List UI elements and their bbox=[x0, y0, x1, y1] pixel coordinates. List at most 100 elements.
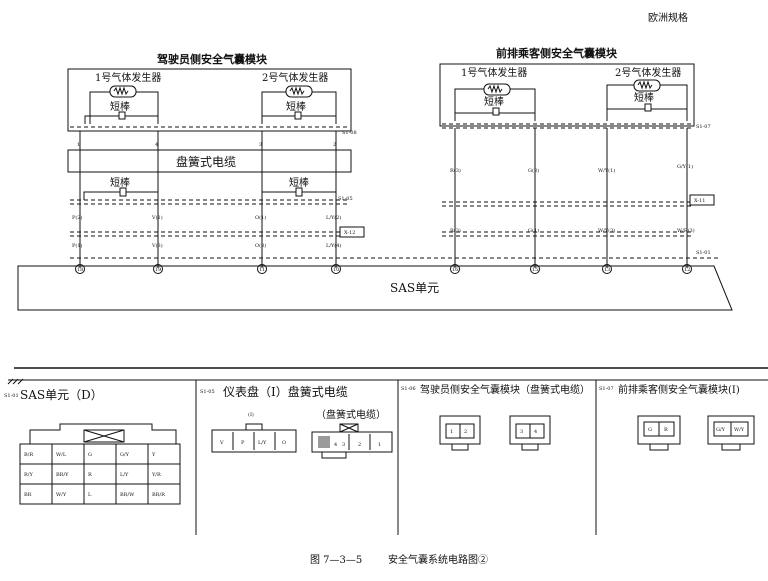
terminal-1: 19 bbox=[155, 267, 161, 273]
driver-conn-pin-0: 1 bbox=[450, 429, 453, 435]
wire-label-upper-2: 3 bbox=[259, 142, 262, 148]
panel-1-code: S1-01 bbox=[4, 393, 19, 399]
sas-connector-outline bbox=[29, 423, 177, 444]
panel-3-code: S1-06 bbox=[401, 386, 416, 392]
wire-label-lower-5: G(1) bbox=[528, 227, 539, 234]
instrument-pin-0: V bbox=[219, 440, 224, 446]
panel-driver-airbag-connector: S1-06 驾驶员侧安全气囊模块（盘簧式电缆） 1 2 3 4 bbox=[401, 383, 590, 451]
terminal-0: 18 bbox=[77, 267, 83, 273]
terminal-3: 10 bbox=[333, 267, 339, 273]
instrument-pin-2: L/Y bbox=[258, 440, 267, 446]
driver-module-frame bbox=[67, 68, 352, 132]
passenger-module-title: 前排乘客侧安全气囊模块 bbox=[496, 46, 618, 60]
panel-2-code: S1-05 bbox=[200, 389, 215, 395]
wire-label-middle-3: L/Y(2) bbox=[326, 214, 341, 221]
sas-pin-10: BR bbox=[24, 492, 32, 498]
clock-spring-title: 盘簧式电缆 bbox=[176, 154, 236, 169]
wire-label-lower-1: V(3) bbox=[151, 242, 163, 249]
driver-gen2-label: 2号气体发生器 bbox=[262, 71, 328, 84]
passenger-conn-pin-1: R bbox=[664, 427, 668, 433]
panel-4-code: S1-07 bbox=[599, 386, 614, 392]
driver-airbag-module: 驾驶员侧安全气囊模块 1号气体发生器 2号气体发生器 短棒 短棒 S1-08 bbox=[67, 52, 357, 136]
panel-4-title: 前排乘客侧安全气囊模块(I) bbox=[618, 383, 740, 396]
wire-label-lower-2: O(3) bbox=[255, 242, 266, 249]
wire-label-upper-1: 4 bbox=[155, 142, 158, 148]
panel-2-sub-b: （盘簧式电缆） bbox=[316, 408, 386, 421]
passenger-short2-label: 短棒 bbox=[634, 91, 654, 104]
connector-s1-05: S1-05 bbox=[338, 196, 353, 202]
passenger-conn-pin-2: G/Y bbox=[716, 427, 726, 433]
driver-gen1-label: 1号气体发生器 bbox=[95, 71, 161, 84]
sas-pin-3: G/Y bbox=[120, 452, 130, 458]
wire-label-upper-4: R(3) bbox=[450, 167, 461, 174]
driver-short2-label: 短棒 bbox=[286, 100, 306, 113]
clockspring-pin-0: 4 bbox=[334, 442, 337, 448]
clockspring-pin-3: 1 bbox=[378, 442, 381, 448]
wire-label-upper-5: G(3) bbox=[528, 167, 539, 174]
sas-pin-9: Y/R bbox=[151, 472, 161, 478]
wire-label-lower-7: W/R(3) bbox=[677, 227, 695, 234]
panel-3-title: 驾驶员侧安全气囊模块（盘簧式电缆） bbox=[420, 383, 590, 396]
terminal-5: 15 bbox=[532, 267, 538, 273]
terminal-4: 16 bbox=[452, 267, 458, 273]
connector-x-11: X-11 bbox=[694, 198, 705, 204]
vertical-wires bbox=[79, 128, 688, 268]
panel-passenger-airbag-connector: S1-07 前排乘客侧安全气囊模块(I) G R G/Y W/Y bbox=[599, 383, 755, 451]
clock-spring-short2-label: 短棒 bbox=[289, 176, 309, 189]
driver-conn-pin-2: 3 bbox=[520, 429, 523, 435]
sas-pin-8: L/Y bbox=[120, 472, 129, 478]
sas-pin-5: R/Y bbox=[24, 472, 33, 478]
wire-label-upper-7: G/Y(1) bbox=[677, 163, 693, 170]
figure-caption: 图 7—3—5 安全气囊系统电路图② bbox=[310, 553, 488, 566]
wire-label-lower-4: R(3) bbox=[450, 227, 461, 234]
driver-conn-pin-1: 2 bbox=[464, 429, 467, 435]
connector-views: S1-01 SAS单元（D） B/R W/L G G/Y Y R/Y BR/Y … bbox=[4, 367, 768, 535]
caption-number: 图 7—3—5 bbox=[310, 554, 362, 566]
instrument-pin-1: P bbox=[241, 440, 245, 446]
passenger-short1-label: 短棒 bbox=[484, 95, 504, 108]
driver-module-title: 驾驶员侧安全气囊模块 bbox=[156, 52, 268, 66]
sas-pin-14: BR/R bbox=[152, 492, 165, 498]
terminal-6: 13 bbox=[604, 267, 610, 273]
panel-2-title: 仪表盘（I）盘簧式电缆 bbox=[223, 384, 348, 399]
clock-spring-frame bbox=[67, 149, 352, 173]
wire-label-lower-0: P(1) bbox=[72, 242, 82, 249]
sas-pin-0: B/R bbox=[24, 452, 33, 458]
passenger-conn-pin-3: W/Y bbox=[734, 427, 745, 433]
wire-label-middle-1: V(1) bbox=[151, 214, 163, 221]
wire-label-upper-6: W/Y(1) bbox=[598, 167, 615, 174]
caption-text: 安全气囊系统电路图② bbox=[388, 553, 488, 566]
sas-pin-11: W/Y bbox=[56, 492, 67, 498]
passenger-airbag-module: 前排乘客侧安全气囊模块 1号气体发生器 2号气体发生器 短棒 短棒 S1-07 bbox=[439, 46, 711, 130]
wire-label-middle-2: O(1) bbox=[255, 214, 266, 221]
sas-pin-6: BR/Y bbox=[56, 472, 69, 478]
terminal-2: 11 bbox=[259, 267, 265, 273]
sas-pin-1: W/L bbox=[56, 452, 67, 458]
connector-s1-08: S1-08 bbox=[342, 130, 357, 136]
panel-instrument-clock-spring: S1-05 仪表盘（I）盘簧式电缆 (I) （盘簧式电缆） V P L/Y O … bbox=[200, 384, 393, 459]
passenger-conn-pin-0: G bbox=[648, 427, 652, 433]
connector-s1-01: S1-01 bbox=[696, 250, 711, 256]
terminal-7: 12 bbox=[684, 267, 690, 273]
clockspring-pin-1: 3 bbox=[342, 442, 345, 448]
wire-label-middle-0: P(2) bbox=[72, 214, 82, 221]
clock-spring-cable: 盘簧式电缆 短棒 短棒 S1-05 bbox=[67, 149, 353, 205]
wire-label-upper-0: 1 bbox=[77, 142, 80, 148]
sas-pin-2: G bbox=[88, 452, 92, 458]
driver-conn-pin-3: 4 bbox=[534, 429, 537, 435]
region-label: 欧洲规格 bbox=[648, 11, 688, 24]
connector-x-12: X-12 bbox=[344, 230, 355, 236]
panel-sas-unit-d: S1-01 SAS单元（D） B/R W/L G G/Y Y R/Y BR/Y … bbox=[4, 388, 181, 505]
instrument-pin-3: O bbox=[282, 440, 286, 446]
passenger-gen1-label: 1号气体发生器 bbox=[461, 66, 527, 79]
wire-label-upper-3: 2 bbox=[333, 142, 336, 148]
passenger-module-frame bbox=[439, 63, 695, 127]
sas-pin-7: R bbox=[88, 472, 92, 478]
panel-1-title: SAS单元（D） bbox=[20, 388, 103, 402]
sas-pin-4: Y bbox=[151, 452, 156, 458]
sas-unit-label: SAS单元 bbox=[390, 281, 439, 295]
sas-unit: S1-01 SAS单元 bbox=[17, 250, 733, 311]
terminal-pins: 18 19 11 10 16 15 13 12 bbox=[75, 264, 692, 274]
sas-pin-12: L bbox=[88, 492, 92, 498]
